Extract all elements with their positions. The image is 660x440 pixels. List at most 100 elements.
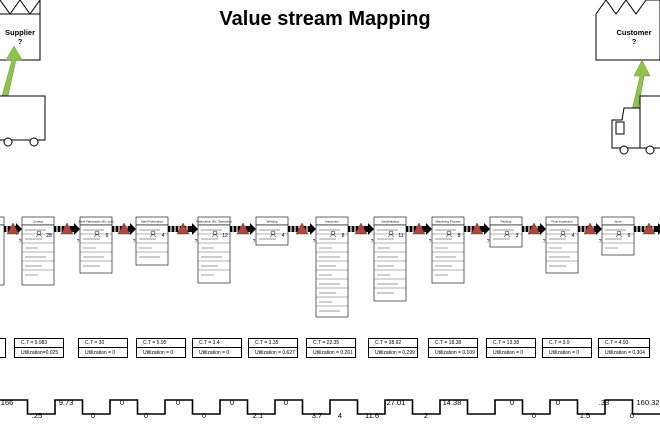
inventory-triangle-icon [354, 222, 368, 235]
push-arrow-icon: ? [464, 222, 490, 245]
operator-body-icon [329, 234, 337, 238]
utilization-value: Utilization = 0 [199, 349, 230, 356]
utilization-value: Utilization = 0.261 [313, 349, 353, 356]
process-name: Steel Fabrication (Ex: sub) [78, 220, 113, 224]
process-detail-box [489, 224, 523, 248]
cycle-time-value: C.T = 3.4 [193, 339, 241, 348]
inventory-triangle-icon [295, 222, 309, 235]
operator-count: 4 [162, 233, 165, 239]
inventory-mark: ? [543, 239, 546, 245]
process-name: Machining Process [435, 220, 461, 224]
utilization-value: Utilization = 0.304 [605, 349, 645, 356]
push-arrow-icon: ? [112, 222, 136, 245]
operator-count: 4 [572, 233, 575, 239]
process-name: Fabrication (Ex: Stamping) [196, 220, 232, 224]
timeline-top-value: 9.73 [58, 398, 74, 407]
push-arrow-icon: ? [522, 222, 546, 245]
inventory-mark: ? [19, 239, 22, 245]
timeline-bottom-value: .25 [31, 411, 43, 420]
inventory-mark: ? [313, 239, 316, 245]
cycle-time-value: C.T = 9.983 [15, 339, 63, 348]
timeline-top-value: 160.32 [636, 398, 660, 407]
operator-count: 12 [222, 233, 228, 239]
timeline-bottom-value: 0 [201, 411, 207, 420]
process-name: Final Inspection [551, 220, 572, 224]
customer-label: Customer ? [608, 28, 660, 46]
operator-body-icon [615, 234, 623, 238]
operator-icon [560, 230, 566, 236]
timeline-bottom-value: 3.7 [311, 411, 323, 420]
timeline-top-value: 0 [229, 398, 235, 407]
timeline-bottom-value: 0 [531, 411, 537, 420]
inventory-triangle-icon [583, 222, 597, 235]
inventory-triangle-icon [6, 222, 20, 235]
utilization-value: Utilization = 0 [549, 349, 580, 356]
inventory-mark: ? [429, 239, 432, 245]
process-detail-box [545, 224, 579, 274]
timeline-top-value: 0 [175, 398, 181, 407]
supplier-label: Supplier ? [0, 28, 40, 46]
supplier-shipment-arrow-icon [1, 45, 23, 97]
process-step: Steel Fabrication 4 [135, 216, 169, 266]
operator-icon [94, 230, 100, 236]
operator-body-icon [387, 234, 395, 238]
page-title: Value stream Mapping [219, 8, 431, 30]
push-arrow-icon: ? [634, 222, 660, 235]
process-detail-box [373, 224, 407, 302]
timeline-top-value: 27.01 [386, 398, 406, 407]
operator-icon [212, 230, 218, 236]
process-step: Cutting 28 [21, 216, 55, 286]
timeline-bottom-value: 4 [337, 411, 343, 420]
timeline-bottom-value: 0 [90, 411, 96, 420]
operator-body-icon [93, 234, 101, 238]
operator-body-icon [445, 234, 453, 238]
inventory-triangle-icon [176, 222, 190, 235]
process-detail-box [79, 224, 113, 274]
customer-truck-icon [611, 95, 660, 155]
ct-box-partial [0, 338, 6, 358]
operator-body-icon [35, 234, 43, 238]
cycle-time-value: C.T = 30 [79, 339, 127, 348]
push-arrow-icon: ? [168, 222, 198, 245]
operator-count: 28 [46, 233, 52, 239]
utilization-value: Utilization = 0 [493, 349, 524, 356]
operator-icon [504, 230, 510, 236]
operator-icon [150, 230, 156, 236]
utilization-value: Utilization=0.025 [21, 349, 59, 356]
push-arrow-icon: ? [4, 222, 22, 245]
process-detail-box [601, 224, 635, 256]
operator-icon [446, 230, 452, 236]
operator-body-icon [149, 234, 157, 238]
timeline-top-value: .166 [0, 398, 14, 407]
inventory-triangle-icon [60, 222, 74, 235]
timeline-bottom-value: 2.1 [252, 411, 264, 420]
operator-icon [330, 230, 336, 236]
push-arrow-icon: ? [54, 222, 80, 245]
operator-count: 11 [398, 233, 403, 239]
inventory-mark: ? [371, 239, 374, 245]
operator-count: 8 [342, 233, 345, 239]
cycle-time-value: C.T = 13.38 [487, 339, 535, 348]
process-name: Steel Fabrication [141, 220, 164, 224]
process-name: Cutting [33, 220, 43, 224]
inventory-mark: ? [253, 239, 256, 245]
process-box-partial [0, 216, 5, 226]
push-arrow-icon: ? [348, 222, 374, 245]
operator-icon [270, 230, 276, 236]
utilization-value: Utilization = 0.627 [255, 349, 295, 356]
operator-icon [36, 230, 42, 236]
process-step: Steel Fabrication (Ex: sub)6 [78, 216, 114, 274]
push-arrow-icon: ? [288, 222, 316, 245]
process-name: Welding [267, 220, 278, 224]
timeline-bottom-value: 1.5 [579, 411, 591, 420]
